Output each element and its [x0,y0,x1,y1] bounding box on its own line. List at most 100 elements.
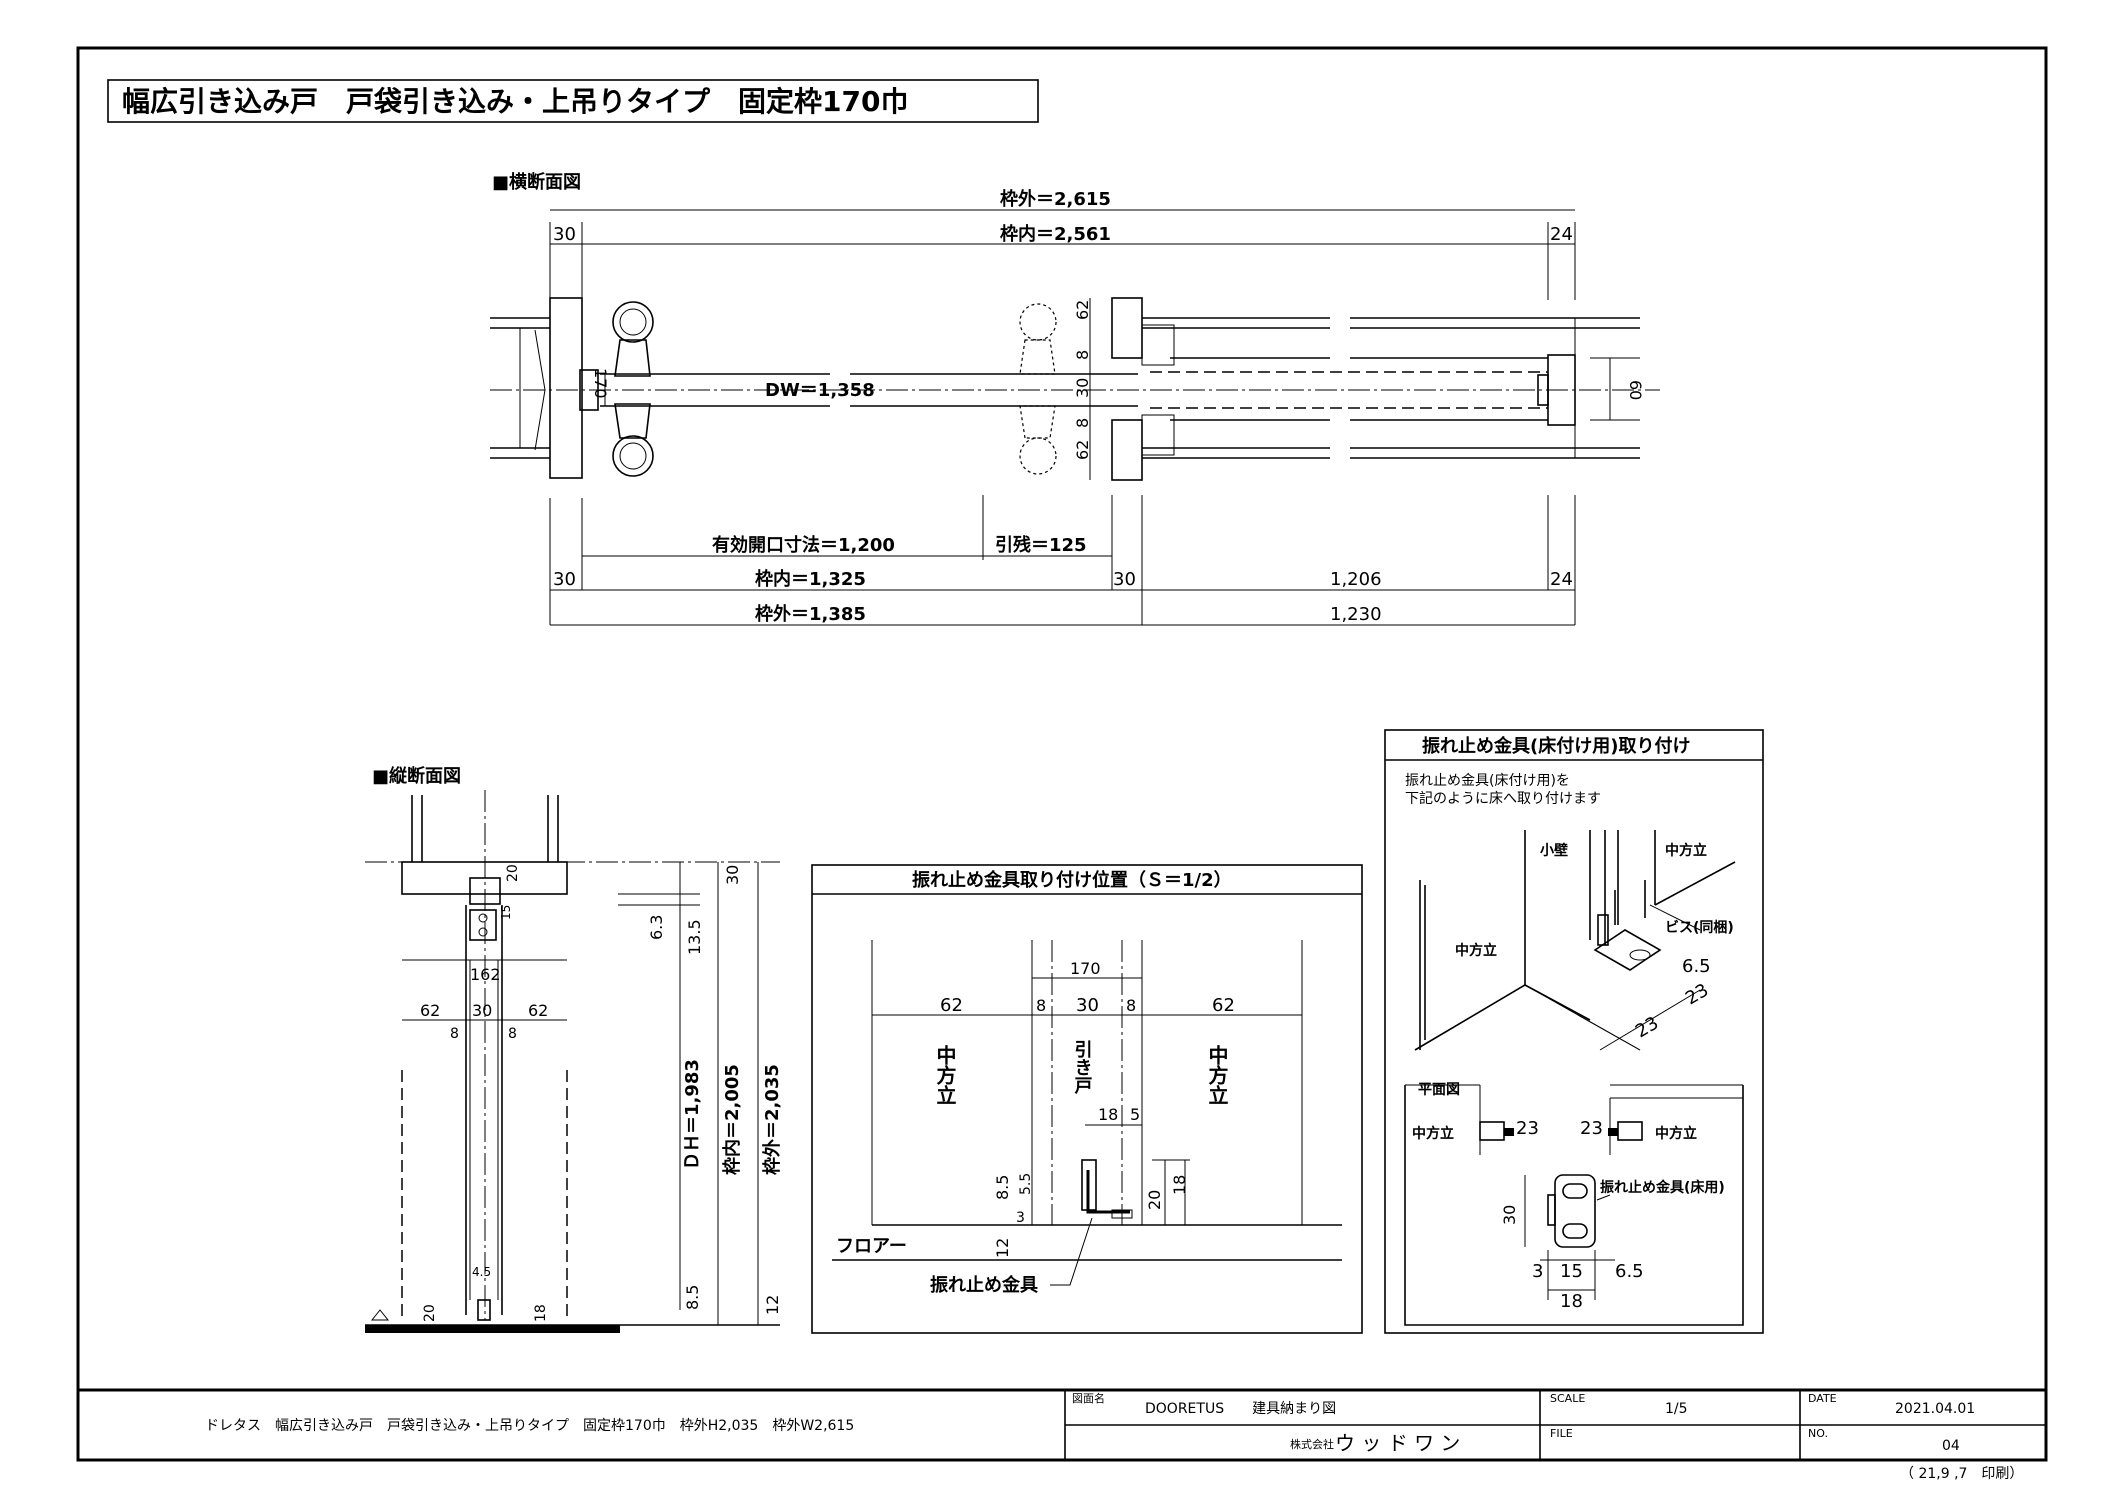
plan-right-24b: 24 [1550,569,1573,590]
floor-mount-p18: 18 [1560,1291,1583,1312]
sheet-border [76,46,2048,1462]
tb-no: 04 [1942,1438,1960,1454]
title-block: ドレタス 幅広引き込み戸 戸袋引き込み・上吊りタイプ 固定枠170巾 枠外H2,… [78,1388,2046,1482]
plan-62a: 62 [1073,300,1092,320]
vertical-section: ■縦断面図 20 15 162 62 30 62 8 8 [365,765,783,1333]
floor-mount-plan-label: 平面図 [1418,1082,1460,1098]
floor-mount-plan-23a: 23 [1516,1118,1539,1139]
floor-mount-screw: ビス(同梱) [1665,919,1734,936]
plan-pull: 引残＝125 [995,534,1087,556]
install-w8b: 8 [1126,996,1136,1015]
plan-total-inner: 枠内＝2,561 [1000,223,1111,245]
section-heading: ■縦断面図 [372,765,461,787]
page-title: 幅広引き込み戸 戸袋引き込み・上吊りタイプ 固定枠170巾 [122,85,908,118]
install-d5: 5 [1130,1105,1140,1124]
plan-section: ■横断面図 枠外＝2,615 30 枠内＝2,561 24 170 [490,171,1660,626]
section-62b: 62 [528,1001,548,1020]
tb-scale: 1/5 [1665,1401,1688,1417]
install-w8a: 8 [1036,996,1046,1015]
floor-mount-panel: 振れ止め金具(床付け用)取り付け 振れ止め金具(床付け用)を 下記のように床へ取… [1384,729,1764,1334]
floor-mount-plan-post-r: 中方立 [1655,1125,1697,1142]
floor-mount-plan-23b: 23 [1580,1118,1603,1139]
install-panel: 振れ止め金具取り付け位置（Ｓ＝1/2） 170 62 8 30 8 62 中方立… [811,864,1363,1334]
install-door: 引き戸 [1072,1040,1093,1095]
tb-drawing-name: DOORETUS 建具納まり図 [1145,1401,1336,1417]
section-18: 18 [533,1304,549,1322]
section-dh: ＤＨ＝1,983 [682,1059,703,1170]
install-d85: 8.5 [993,1175,1012,1200]
section-62a: 62 [420,1001,440,1020]
section-d63: 6.3 [647,915,666,940]
plan-left-outer: 枠外＝1,385 [755,603,866,625]
section-45: 4.5 [472,1265,491,1279]
plan-dw: DW＝1,358 [765,380,875,401]
floor-mount-plan-post-l: 中方立 [1412,1125,1454,1142]
floor-mount-65: 6.5 [1682,956,1711,977]
floor-mount-p15: 15 [1560,1261,1583,1282]
section-d12: 12 [763,1295,782,1315]
install-d18b: 18 [1170,1175,1189,1195]
install-d18: 18 [1098,1105,1118,1124]
plan-left-inner: 枠内＝1,325 [755,568,866,590]
section-30: 30 [472,1001,492,1020]
install-w62b: 62 [1212,995,1235,1016]
title-box: 幅広引き込み戸 戸袋引き込み・上吊りタイプ 固定枠170巾 [107,79,1039,123]
plan-left-30: 30 [553,224,576,245]
plan-opening: 有効開口寸法＝1,200 [712,534,895,556]
install-d20: 20 [1145,1190,1164,1210]
install-post-right: 中方立 [1205,1044,1229,1105]
tb-no-label: NO. [1808,1427,1828,1440]
install-w62a: 62 [940,995,963,1016]
floor-mount-note1: 振れ止め金具(床付け用)を [1405,773,1570,789]
section-20b: 20 [422,1304,438,1322]
tb-file-label: FILE [1550,1427,1573,1440]
install-d3: 3 [1016,1210,1025,1226]
section-inner: 枠内＝2,005 [721,1064,743,1175]
install-floor: フロアー [836,1236,907,1257]
plan-60: 60 [1626,380,1645,400]
install-bracket: 振れ止め金具 [930,1274,1038,1296]
plan-62b: 62 [1073,440,1092,460]
tb-company-prefix: 株式会社 [1290,1437,1334,1451]
floor-mount-23b: 23 [1632,1013,1662,1043]
floor-mount-p65: 6.5 [1615,1261,1644,1282]
tb-description: ドレタス 幅広引き込み戸 戸袋引き込み・上吊りタイプ 固定枠170巾 枠外H2,… [205,1418,854,1434]
install-post-left: 中方立 [933,1044,957,1105]
tb-date-label: DATE [1808,1392,1837,1405]
tb-date: 2021.04.01 [1895,1401,1975,1417]
floor-mount-p3: 3 [1532,1261,1543,1282]
section-d135: 13.5 [685,919,704,955]
tb-scale-label: SCALE [1550,1392,1585,1405]
tb-company: ウ ッ ド ワ ン [1335,1431,1460,1455]
section-162: 162 [470,965,501,984]
section-d85: 8.5 [683,1285,702,1310]
plan-right-inner: 1,206 [1330,569,1382,590]
floor-mount-small-wall: 小壁 [1540,842,1568,859]
plan-heading: ■横断面図 [492,171,581,193]
section-8b: 8 [508,1026,517,1042]
install-heading: 振れ止め金具取り付け位置（Ｓ＝1/2） [912,869,1232,891]
section-d30: 30 [723,865,742,885]
tb-drawing-name-label: 図面名 [1072,1391,1105,1405]
plan-right-outer: 1,230 [1330,604,1382,625]
plan-8b: 8 [1073,418,1092,428]
plan-8a: 8 [1073,350,1092,360]
floor-mount-note2: 下記のように床へ取り付けます [1405,790,1601,807]
plan-mid-30: 30 [1113,569,1136,590]
tb-printed: （ 21,9 ,7 印刷） [1900,1466,2023,1482]
section-outer: 枠外＝2,035 [761,1064,783,1175]
plan-right-24: 24 [1550,224,1573,245]
install-d12: 12 [993,1238,1012,1258]
plan-left-30b: 30 [553,569,576,590]
plan-170: 170 [591,368,610,399]
floor-mount-23a: 23 [1682,980,1712,1010]
floor-mount-post-a: 中方立 [1665,842,1707,859]
install-w170: 170 [1070,959,1101,978]
section-8a: 8 [450,1026,459,1042]
plan-total-outer: 枠外＝2,615 [1000,188,1111,210]
section-20: 20 [505,864,521,882]
install-w30: 30 [1076,995,1099,1016]
plan-30: 30 [1073,378,1092,398]
install-d55: 5.5 [1018,1173,1034,1195]
